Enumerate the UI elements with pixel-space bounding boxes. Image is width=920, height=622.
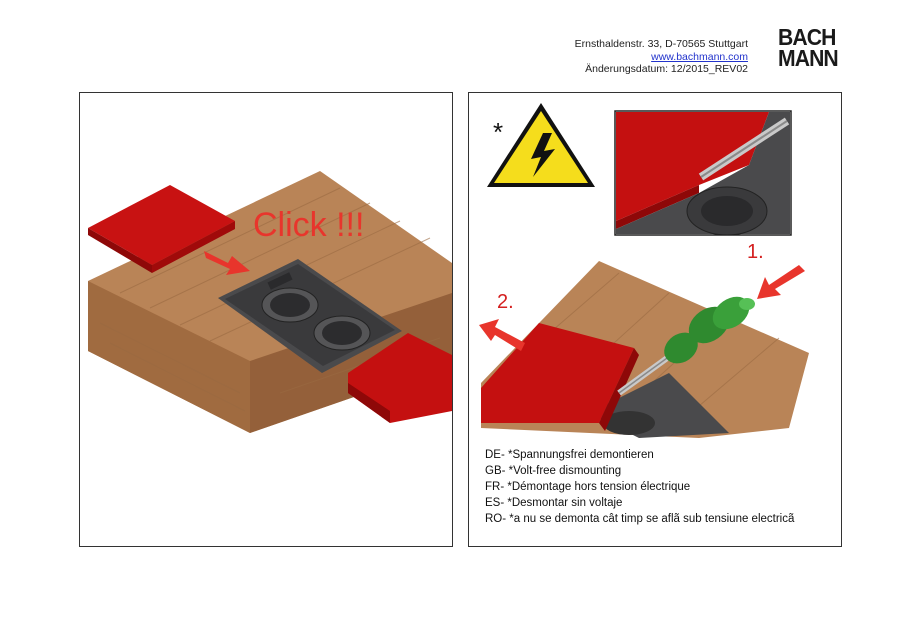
- instruction-list: DE- *Spannungsfrei demontieren GB- *Volt…: [485, 447, 794, 527]
- instruction-gb: GB- *Volt-free dismounting: [485, 465, 622, 477]
- high-voltage-warning-icon: [487, 103, 595, 187]
- company-address-block: Ernsthaldenstr. 33, D-70565 Stuttgart ww…: [575, 38, 748, 76]
- installation-illustration: [88, 171, 452, 433]
- arrow-icon: [757, 265, 805, 299]
- bachmann-logo: BACH MANN: [778, 24, 839, 71]
- instruction-es: ES- *Desmontar sin voltaje: [485, 497, 623, 509]
- instruction-de: DE- *Spannungsfrei demontieren: [485, 449, 654, 461]
- click-label: Click !!!: [253, 206, 365, 244]
- dismounting-illustration: [479, 103, 809, 438]
- address-text: Ernsthaldenstr. 33, D-70565 Stuttgart: [574, 38, 748, 50]
- instruction-fr: FR- *Démontage hors tension électrique: [485, 481, 691, 493]
- step-1-label: 1.: [747, 241, 764, 263]
- screwdriver: [617, 296, 755, 396]
- warning-marker: *: [493, 117, 504, 147]
- step-2-label: 2.: [497, 291, 514, 313]
- installation-panel: Click !!!: [79, 92, 453, 547]
- dismounting-panel: * 1. 2. DE- *Spannungsfrei demontieren G…: [468, 92, 842, 547]
- cover-loose: [88, 185, 235, 265]
- revision-text: Änderungsdatum: 12/2015_REV02: [585, 63, 748, 75]
- arrow-icon: [479, 319, 525, 351]
- arrow-icon: [204, 251, 250, 275]
- website-link[interactable]: www.bachmann.com: [651, 50, 748, 63]
- instruction-ro: RO- *a nu se demonta cât timp se aflã su…: [485, 513, 795, 525]
